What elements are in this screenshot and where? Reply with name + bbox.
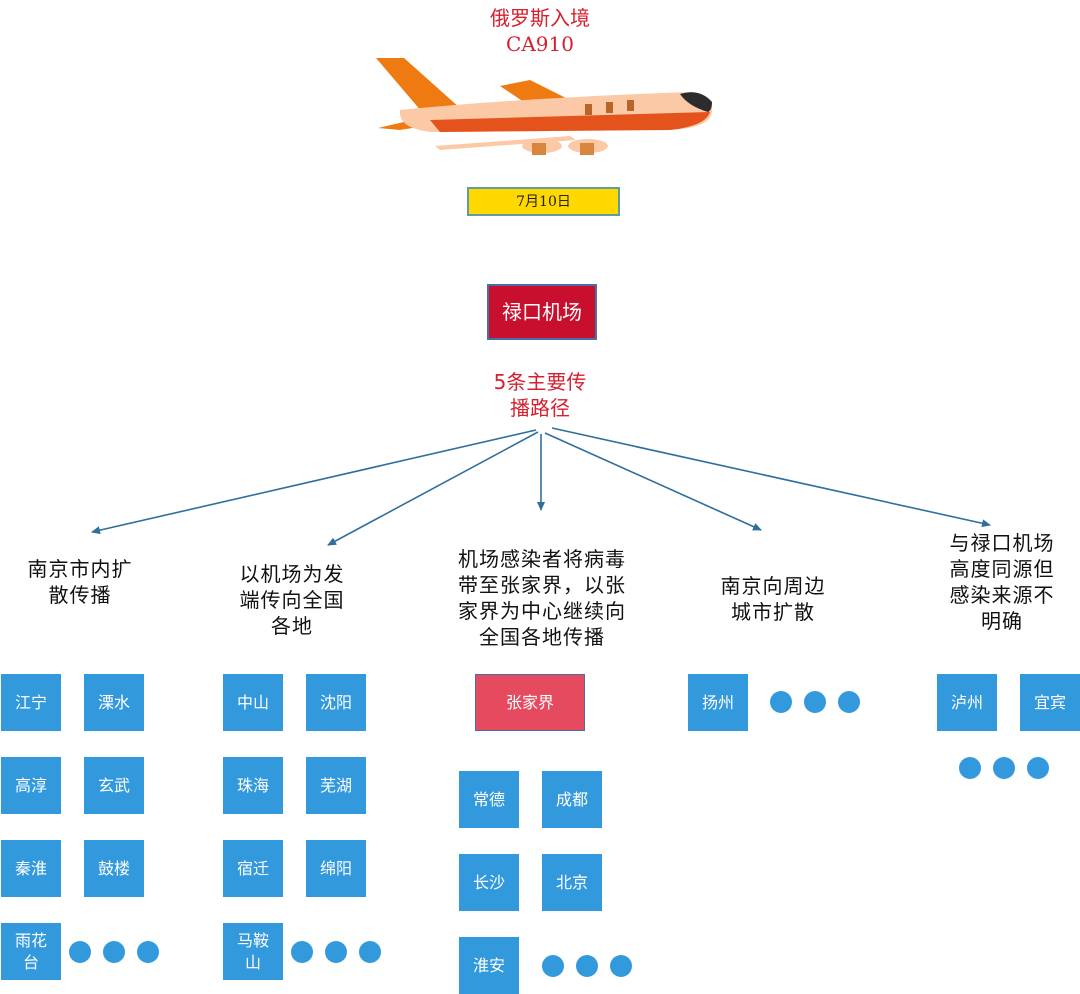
more-dot-icon	[576, 955, 598, 977]
city-box: 宜宾	[1020, 674, 1080, 731]
city-box: 常德	[459, 771, 519, 828]
city-box: 秦淮	[1, 840, 61, 897]
city-box: 沈阳	[306, 674, 366, 731]
more-dot-icon	[542, 955, 564, 977]
routes-title-line2: 播路径	[510, 396, 570, 420]
route-label-4: 南京向周边 城市扩散	[693, 573, 853, 625]
city-box: 马鞍山	[223, 923, 283, 980]
more-dot-icon	[291, 941, 313, 963]
more-dot-icon	[137, 941, 159, 963]
city-box: 泸州	[937, 674, 997, 731]
arrow-route-5	[551, 427, 991, 528]
city-box: 雨花台	[1, 923, 61, 980]
city-box: 长沙	[459, 854, 519, 911]
route-label-1: 南京市内扩 散传播	[0, 556, 160, 608]
city-box: 珠海	[223, 757, 283, 814]
more-dot-icon	[804, 691, 826, 713]
city-box: 成都	[542, 771, 602, 828]
city-box: 玄武	[84, 757, 144, 814]
route-label-line: 全国各地传播	[479, 625, 605, 649]
more-dot-icon	[103, 941, 125, 963]
city-box: 中山	[223, 674, 283, 731]
route-label-line: 各地	[271, 614, 313, 638]
city-box: 扬州	[688, 674, 748, 731]
route-label-line: 家界为中心继续向	[458, 599, 626, 623]
airport-box: 禄口机场	[487, 284, 597, 340]
more-dot-icon	[959, 757, 981, 779]
routes-title: 5条主要传 播路径	[440, 369, 640, 421]
city-box: 北京	[542, 854, 602, 911]
city-box: 溧水	[84, 674, 144, 731]
route-label-line: 明确	[981, 609, 1023, 633]
route-label-2: 以机场为发 端传向全国 各地	[212, 561, 372, 639]
date-badge: 7月10日	[467, 187, 620, 216]
arrow-route-4	[544, 432, 762, 531]
more-dot-icon	[359, 941, 381, 963]
origin-title-line1: 俄罗斯入境	[490, 6, 590, 30]
routes-title-line1: 5条主要传	[493, 370, 587, 394]
route-label-line: 南京市内扩	[27, 557, 133, 581]
route-label-line: 以机场为发	[239, 562, 345, 586]
city-box: 高淳	[1, 757, 61, 814]
more-dot-icon	[69, 941, 91, 963]
arrow-route-2	[327, 431, 539, 546]
more-dot-icon	[610, 955, 632, 977]
route-label-line: 与禄口机场	[949, 531, 1055, 555]
city-box: 宿迁	[223, 840, 283, 897]
route-label-line: 城市扩散	[731, 600, 815, 624]
route-label-line: 南京向周边	[720, 574, 826, 598]
route-label-line: 端传向全国	[239, 588, 345, 612]
city-box: 芜湖	[306, 757, 366, 814]
origin-title: 俄罗斯入境 CA910	[440, 5, 640, 57]
city-box: 淮安	[459, 937, 519, 994]
route-label-line: 高度同源但	[949, 557, 1055, 581]
route-label-line: 感染来源不	[949, 583, 1055, 607]
route-label-line: 散传播	[48, 583, 112, 607]
airplane-icon	[376, 58, 713, 155]
more-dot-icon	[770, 691, 792, 713]
route-label-3: 机场感染者将病毒 带至张家界，以张 家界为中心继续向 全国各地传播	[432, 546, 652, 650]
city-box: 鼓楼	[84, 840, 144, 897]
hub-city-box: 张家界	[475, 674, 585, 731]
city-box: 江宁	[1, 674, 61, 731]
route-label-line: 机场感染者将病毒	[458, 547, 626, 571]
route-label-line: 带至张家界，以张	[458, 573, 626, 597]
route-label-5: 与禄口机场 高度同源但 感染来源不 明确	[922, 530, 1080, 634]
more-dot-icon	[838, 691, 860, 713]
flight-number: CA910	[506, 32, 574, 56]
arrow-route-1	[91, 429, 537, 535]
more-dot-icon	[993, 757, 1015, 779]
more-dot-icon	[1027, 757, 1049, 779]
city-box: 绵阳	[306, 840, 366, 897]
more-dot-icon	[325, 941, 347, 963]
